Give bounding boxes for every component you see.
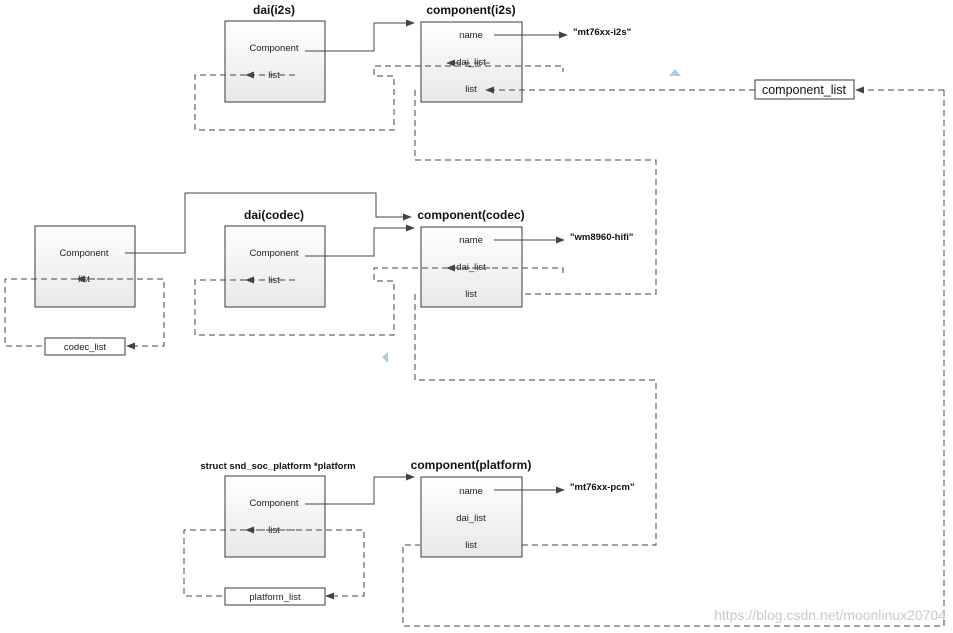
codec-list-label: codec_list [64,342,107,353]
component-i2s-list-field: list [465,84,477,95]
watermark-text: https://blog.csdn.net/moonlinux20704 [714,607,946,623]
component-platform-list-field: list [465,540,477,551]
component-i2s-dai-list-field: dai_list [456,57,486,68]
platform-name-value: "mt76xx-pcm" [570,482,634,493]
dai-codec-box [224,225,326,308]
platform-list-loop-right [246,529,365,600]
dai-i2s-box [224,20,326,103]
component-codec-title: component(codec) [417,208,524,222]
platform-component-field: Component [249,498,298,509]
component-i2s-title: component(i2s) [426,3,515,17]
dai-i2s-title: dai(i2s) [253,3,295,17]
dai-i2s-component-field: Component [249,43,298,54]
codec-list-box [44,337,126,356]
component-list-label: component_list [762,83,847,97]
codec-name-value: "wm8960-hifi" [570,232,633,243]
dai-codec-component-pointer-arrow [305,224,415,257]
component-i2s-name-field: name [459,30,483,41]
dai-codec-component-field: Component [249,248,298,259]
i2s-dai-list-loop [194,65,564,131]
component-codec-dai-list-field: dai_list [456,262,486,273]
triangle-marker-icon [669,69,681,76]
platform-struct-title: struct snd_soc_platform *platform [200,461,355,472]
platform-list-loop-left [183,529,246,597]
component-platform-dai-list-field: dai_list [456,513,486,524]
triangle-marker-icon [382,352,388,363]
platform-struct-box [224,475,326,558]
i2s-component-pointer-arrow [305,19,415,52]
platform-list-label: platform_list [249,592,301,603]
platform-list-box [224,587,326,606]
component-codec-list-field: list [465,289,477,300]
codec-list-loop-right [77,278,165,350]
component-platform-title: component(platform) [411,458,532,472]
codec-struct-box [34,225,136,308]
platform-component-pointer-arrow [305,473,415,505]
codec-component-pointer-arrow [125,192,412,254]
dai-codec-title: dai(codec) [244,208,304,222]
codec-component-field: Component [59,248,108,259]
component-list-outer-loop [402,90,945,627]
i2s-name-value: "mt76xx-i2s" [573,27,631,38]
codec-list-loop-left [4,278,77,347]
component-codec-name-field: name [459,235,483,246]
component-platform-name-field: name [459,486,483,497]
i2s-to-codec-list-link [414,90,657,298]
